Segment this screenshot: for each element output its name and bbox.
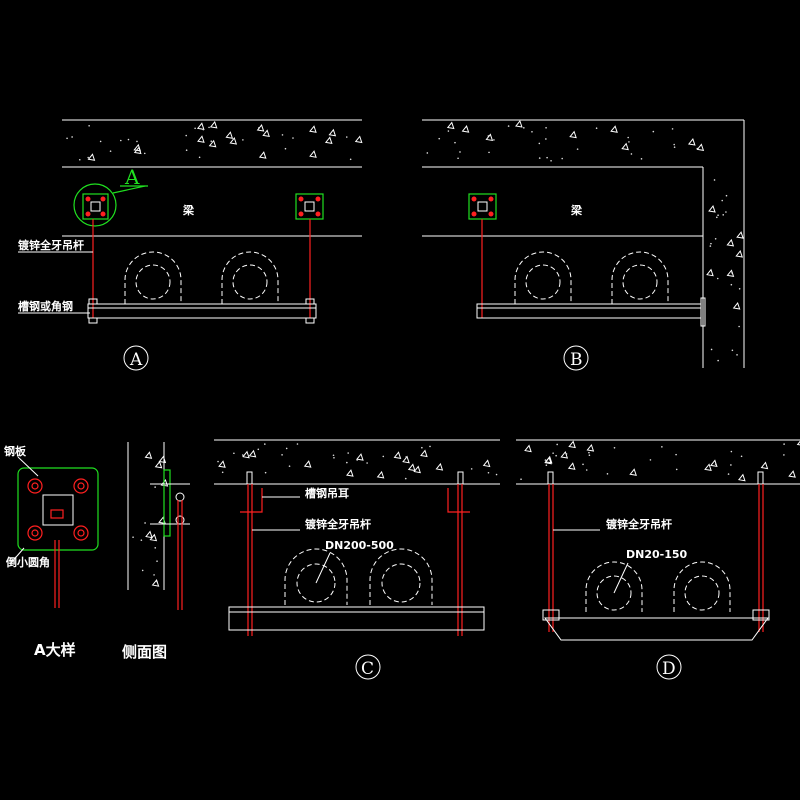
view-d-letter: D (662, 659, 676, 679)
slab-a (62, 119, 362, 168)
pipe-range-c: DN200-500 (325, 539, 394, 552)
steel-plate-a-left (82, 193, 109, 220)
ear-label: 槽钢吊耳 (305, 486, 349, 500)
view-b-letter: B (570, 350, 583, 370)
channel-c (228, 606, 485, 631)
view-c-letter: C (361, 659, 374, 679)
side-view-title: 侧面图 (122, 643, 167, 661)
callout-leader (112, 185, 146, 194)
plate-label: 钢板 (4, 444, 27, 458)
pipes-c (284, 548, 433, 605)
detail-plate (17, 467, 99, 551)
view-d-marker (656, 654, 682, 680)
pipe-range-d: DN20-150 (626, 548, 688, 561)
steel-plate-a-right (295, 193, 324, 220)
rod-label-d: 镀锌全牙吊杆 (606, 517, 672, 531)
concrete-hatch (66, 119, 800, 587)
view-a-letter: A (129, 350, 143, 370)
callout-a-label: A (124, 165, 140, 189)
detail-a-title: A大样 (34, 641, 76, 659)
view-c: 槽钢吊耳 镀锌全牙吊杆 DN200-500 C (214, 439, 500, 680)
channel-a (87, 303, 317, 319)
channel-label-a: 槽钢或角钢 (18, 299, 73, 313)
pipes-b (514, 251, 669, 304)
rod-label-c: 镀锌全牙吊杆 (305, 517, 371, 531)
view-b-marker (563, 345, 589, 371)
view-d: 镀锌全牙吊杆 DN20-150 D (516, 439, 800, 680)
pipes-a (124, 251, 279, 304)
view-a: A 梁 镀锌全牙吊杆 槽钢或角钢 A (18, 119, 362, 371)
view-b: 梁 B (422, 119, 745, 371)
detail-a: 钢板 倒小圆角 A大样 (4, 444, 99, 659)
pipes-d (585, 561, 731, 612)
corner-label: 倒小圆角 (5, 555, 50, 569)
view-a-marker (123, 345, 149, 371)
view-c-marker (355, 654, 381, 680)
beam-label-b: 梁 (570, 203, 583, 217)
channel-b (476, 303, 702, 319)
beam-label-a: 梁 (182, 203, 195, 217)
steel-plate-b (468, 193, 497, 220)
side-view: 侧面图 (122, 442, 190, 661)
channel-d (544, 617, 769, 641)
callout-circle (73, 183, 117, 227)
rod-label-a: 镀锌全牙吊杆 (18, 238, 84, 252)
